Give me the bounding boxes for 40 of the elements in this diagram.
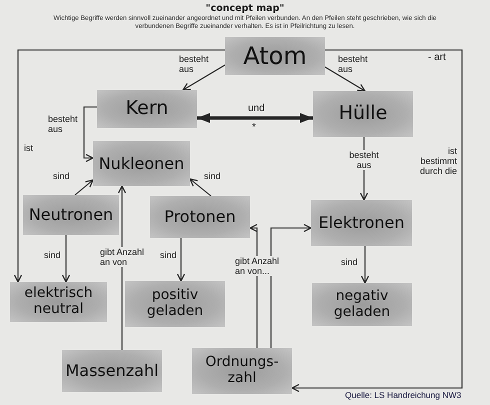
edge-label: sind — [52, 171, 71, 182]
edge-label: besteht aus — [178, 54, 210, 74]
concept-note: Nukleonen — [93, 141, 190, 186]
arrow — [176, 238, 186, 282]
arrow — [83, 106, 97, 162]
arrow — [270, 224, 312, 348]
arrow — [324, 66, 366, 92]
concept-note: Protonen — [150, 196, 250, 238]
edge-label: sind — [43, 250, 62, 260]
arrow — [360, 246, 370, 284]
concept-note: Neutronen — [23, 195, 119, 235]
source-note: Quelle: LS Handreichung NW3 — [345, 391, 462, 401]
concept-note: Massenzahl — [62, 350, 162, 392]
concept-note: elektrisch neutral — [10, 282, 107, 322]
edge-label: ist — [23, 143, 34, 154]
arrow — [182, 64, 226, 91]
edge-label: besteht aus — [337, 54, 369, 74]
edge-label: ist bestimmt durch die — [418, 146, 458, 176]
arrow — [291, 49, 463, 392]
title: "concept map" — [204, 3, 286, 14]
arrow — [197, 113, 313, 123]
annotation-text: - art — [428, 52, 446, 64]
footnote-mark: * — [252, 122, 256, 134]
concept-note: negativ geladen — [312, 283, 412, 326]
concept-note: positiv geladen — [125, 281, 225, 327]
edge-label: und — [247, 103, 266, 114]
edge-label: sind — [203, 171, 222, 182]
arrow — [118, 185, 126, 350]
arrow — [14, 49, 225, 283]
edge-label: besteht aus — [47, 114, 79, 134]
concept-note: Atom — [225, 37, 325, 75]
concept-note: Ordnungs- zahl — [192, 348, 292, 394]
arrow — [74, 179, 94, 196]
concept-note: Kern — [97, 90, 197, 128]
arrow — [62, 235, 70, 283]
edge-label: sind — [340, 257, 359, 268]
arrow — [189, 178, 212, 196]
concept-note: Hülle — [313, 91, 413, 137]
edge-label: sind — [159, 250, 178, 260]
concept-note: Elektronen — [311, 200, 412, 246]
